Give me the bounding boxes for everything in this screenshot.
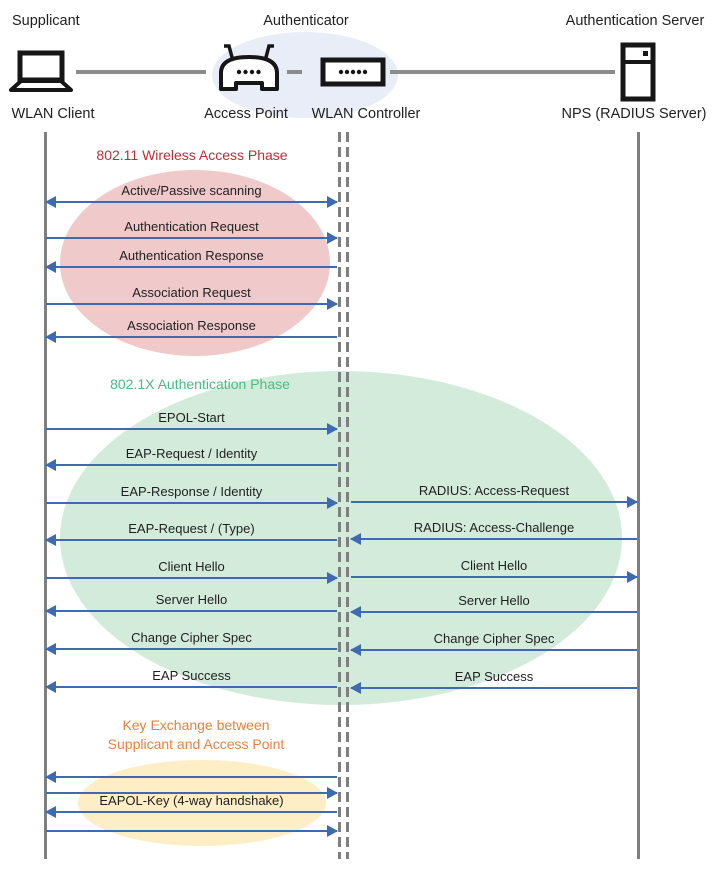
device-label-nps: NPS (RADIUS Server) bbox=[561, 106, 707, 122]
message-client-hello-left: Client Hello bbox=[46, 559, 338, 584]
message-client-hello-right: Client Hello bbox=[351, 558, 638, 583]
lifeline-nps bbox=[637, 132, 640, 859]
message-label: EAP-Request / Identity bbox=[125, 446, 258, 461]
message-change-cipher-spec-right: Change Cipher Spec bbox=[350, 631, 637, 656]
access-point-icon bbox=[217, 42, 281, 92]
message-eap-response-identity: EAP-Response / Identity bbox=[46, 484, 338, 509]
message-active-passive-scanning: Active/Passive scanning bbox=[45, 183, 338, 208]
message-label: Client Hello bbox=[460, 558, 528, 573]
role-supplicant: Supplicant bbox=[12, 13, 80, 29]
message-radius-access-request: RADIUS: Access-Request bbox=[351, 483, 638, 508]
message-label: Active/Passive scanning bbox=[121, 183, 262, 198]
message-eap-success-left: EAP Success bbox=[45, 668, 337, 693]
message-label: Association Response bbox=[127, 318, 256, 333]
message-label: Authentication Request bbox=[124, 219, 259, 234]
server-icon bbox=[620, 42, 656, 102]
key-exchange-label: EAPOL-Key (4-way handshake) bbox=[99, 793, 284, 808]
message-label: EAP Success bbox=[454, 669, 534, 684]
message-eap-request-type: EAP-Request / (Type) bbox=[45, 521, 337, 546]
message-label: RADIUS: Access-Request bbox=[418, 483, 570, 498]
message-label: Authentication Response bbox=[119, 248, 264, 263]
connector-ap-controller bbox=[287, 70, 302, 74]
message-server-hello-right: Server Hello bbox=[350, 593, 637, 618]
message-label: Association Request bbox=[132, 285, 251, 300]
message-association-response: Association Response bbox=[45, 318, 337, 343]
message-label: RADIUS: Access-Challenge bbox=[413, 520, 575, 535]
message-label: Server Hello bbox=[155, 592, 228, 607]
phase-title-8021x: 802.1X Authentication Phase bbox=[110, 376, 290, 392]
key-exchange-arrow-1 bbox=[45, 771, 337, 783]
message-label: Change Cipher Spec bbox=[433, 631, 555, 646]
lifeline-authenticator-left bbox=[338, 132, 341, 859]
laptop-icon bbox=[8, 50, 74, 94]
connector-client-ap bbox=[76, 70, 206, 74]
message-label: EPOL-Start bbox=[158, 410, 225, 425]
phase-title-key-exchange: Key Exchange between Supplicant and Acce… bbox=[46, 716, 346, 754]
message-change-cipher-spec-left: Change Cipher Spec bbox=[45, 630, 337, 655]
message-epol-start: EPOL-Start bbox=[46, 410, 338, 435]
key-exchange-arrow-3: EAPOL-Key (4-way handshake) bbox=[45, 793, 337, 818]
message-server-hello-left: Server Hello bbox=[45, 592, 337, 617]
phase-title-80211: 802.11 Wireless Access Phase bbox=[96, 147, 288, 163]
message-label: Change Cipher Spec bbox=[131, 630, 252, 645]
message-authentication-response: Authentication Response bbox=[45, 248, 337, 273]
phase-title-key-exchange-line2: Supplicant and Access Point bbox=[107, 736, 285, 752]
message-radius-access-challenge: RADIUS: Access-Challenge bbox=[350, 520, 637, 545]
device-label-wlan-controller: WLAN Controller bbox=[311, 106, 421, 122]
message-association-request: Association Request bbox=[46, 285, 338, 310]
message-label: Server Hello bbox=[458, 593, 530, 608]
message-authentication-request: Authentication Request bbox=[46, 219, 338, 244]
role-authenticator: Authenticator bbox=[263, 13, 349, 29]
device-label-access-point: Access Point bbox=[204, 106, 288, 122]
key-exchange-arrow-2 bbox=[46, 787, 338, 799]
wlan-controller-icon bbox=[320, 57, 386, 87]
key-exchange-arrow-4 bbox=[46, 825, 338, 837]
phase-title-key-exchange-line1: Key Exchange between bbox=[122, 717, 270, 733]
device-label-wlan-client: WLAN Client bbox=[11, 106, 95, 122]
message-label: EAP Success bbox=[152, 668, 231, 683]
connector-controller-server bbox=[390, 70, 615, 74]
lifeline-wlan-client bbox=[44, 132, 47, 859]
role-authentication-server: Authentication Server bbox=[565, 13, 705, 29]
message-label: Client Hello bbox=[158, 559, 225, 574]
lifeline-authenticator-right bbox=[346, 132, 349, 859]
message-label: EAP-Request / (Type) bbox=[128, 521, 255, 536]
message-eap-request-identity: EAP-Request / Identity bbox=[45, 446, 337, 471]
message-eap-success-right: EAP Success bbox=[350, 669, 637, 694]
message-label: EAP-Response / Identity bbox=[120, 484, 263, 499]
